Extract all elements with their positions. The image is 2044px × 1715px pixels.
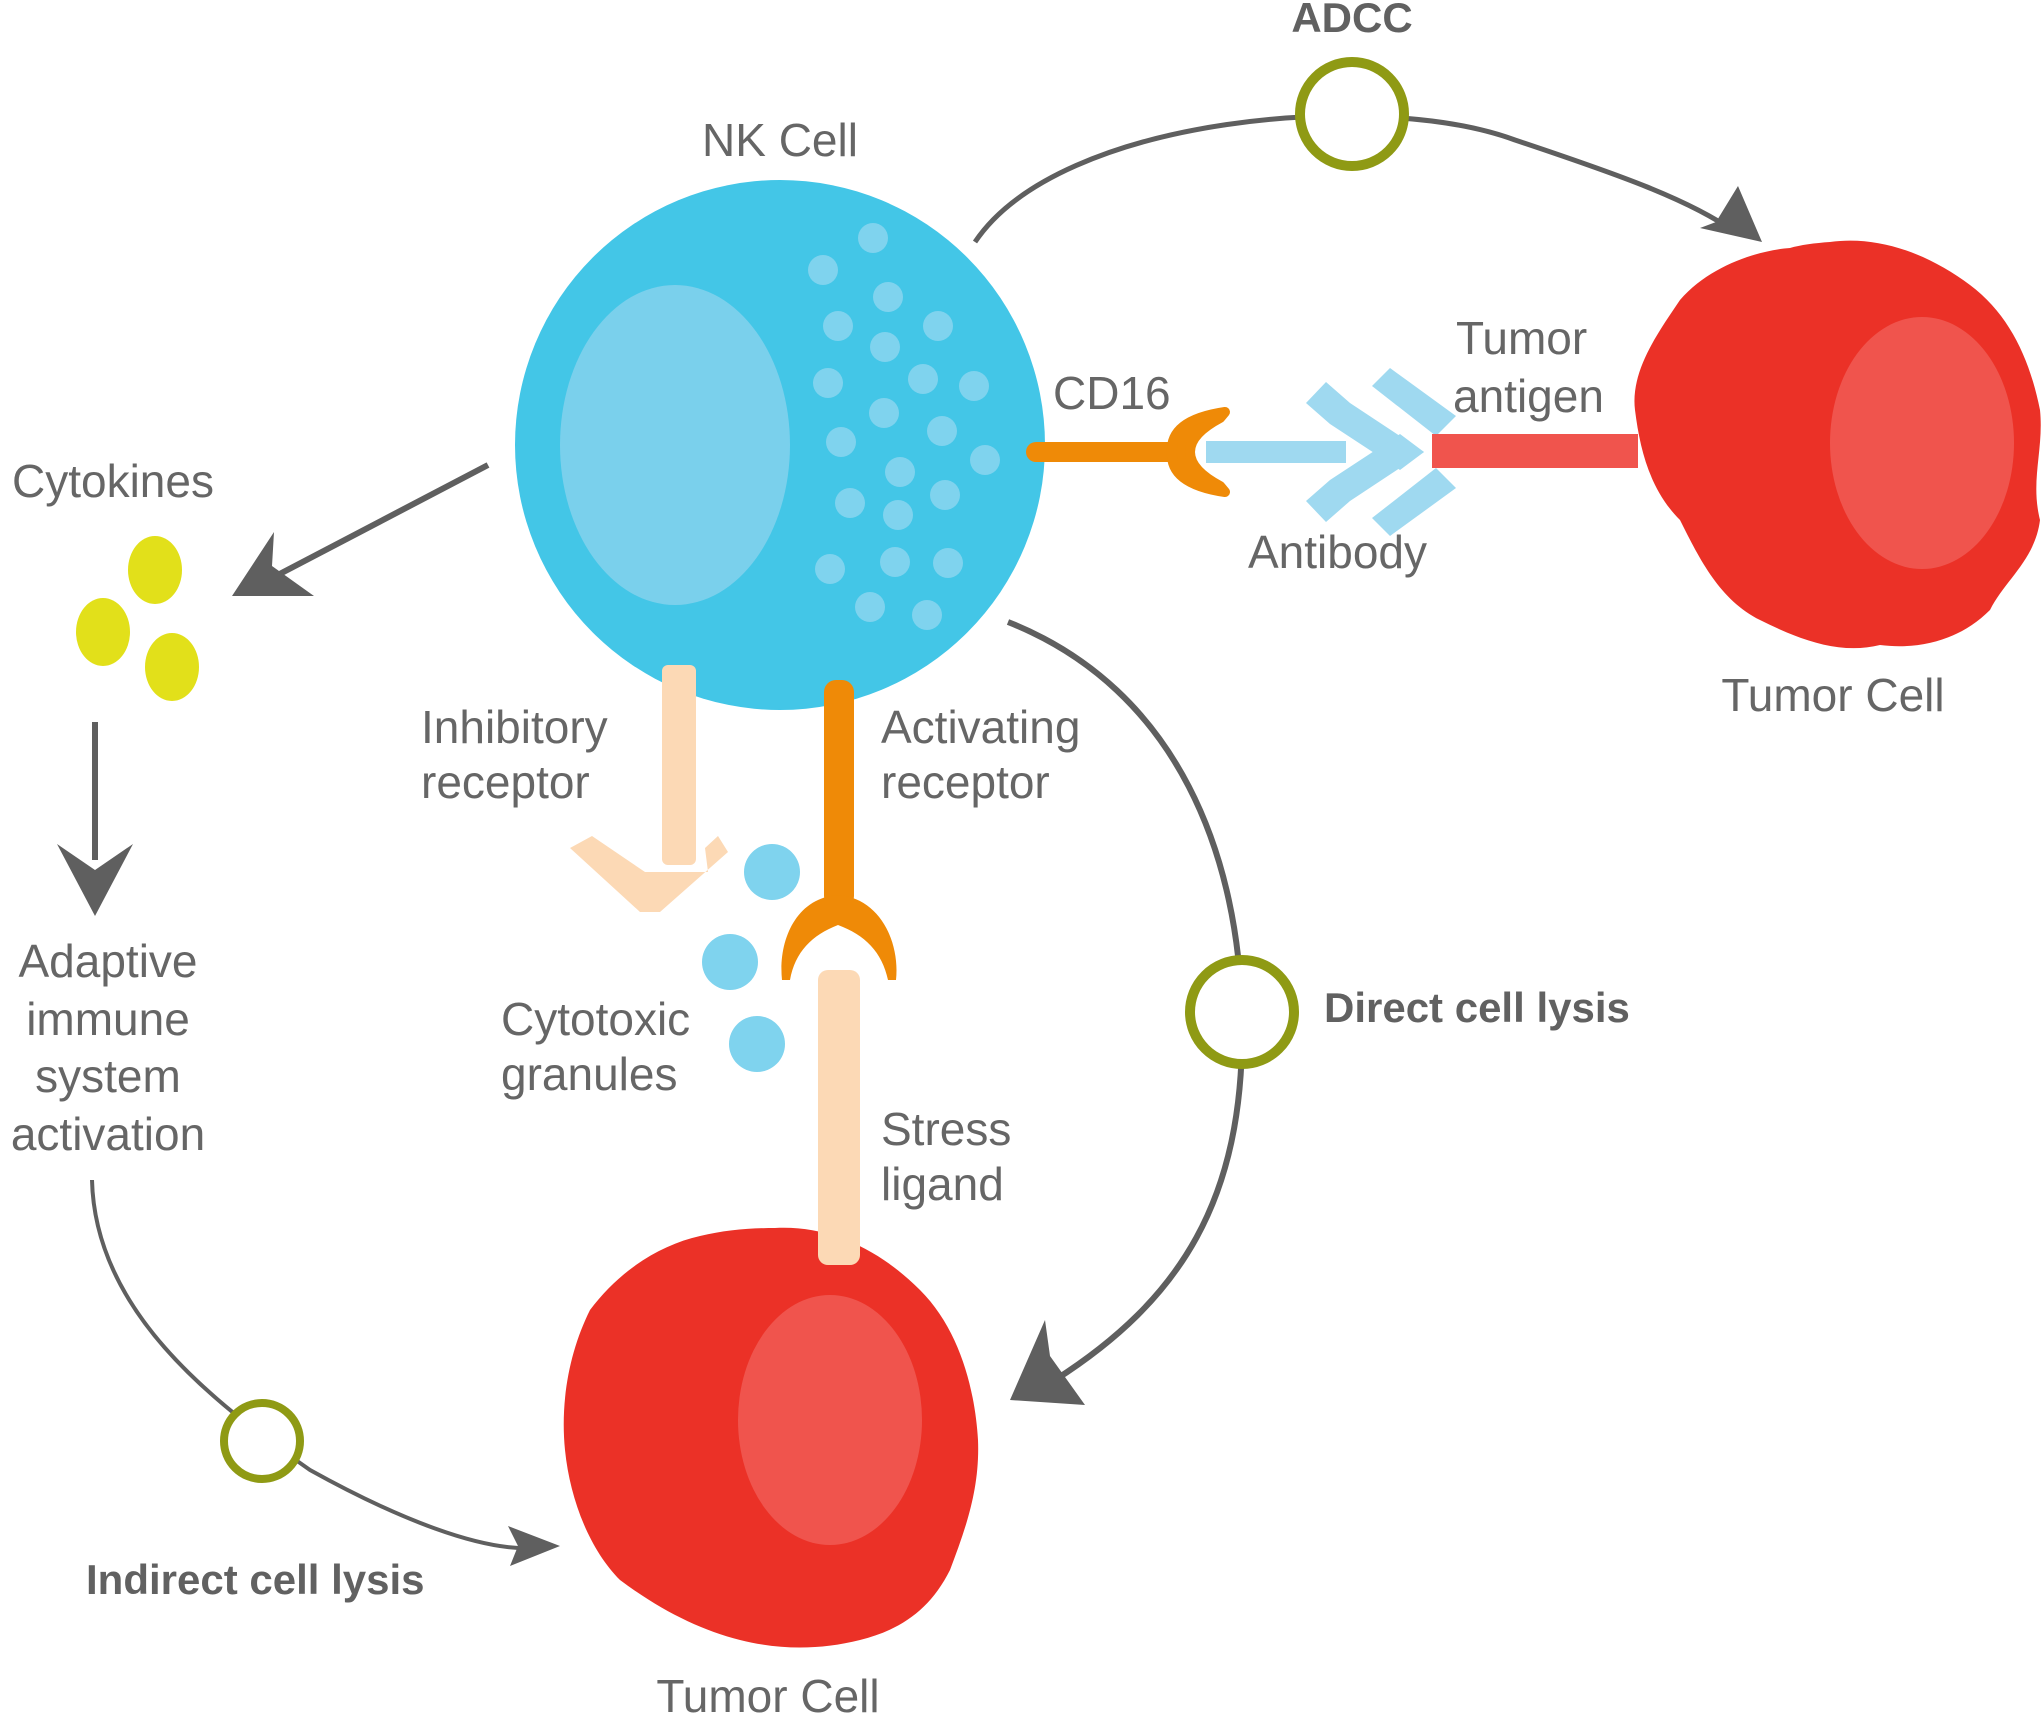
direct-lysis-marker [1185, 955, 1299, 1069]
tumor-cell-bottom-nucleus [738, 1295, 922, 1545]
nk-cell [515, 180, 1045, 710]
adaptive-label-line1: Adaptive [18, 935, 197, 987]
activating-label-line1: Activating [881, 701, 1080, 753]
cytotoxic-label-line1: Cytotoxic [501, 993, 690, 1045]
adcc-label: ADCC [1291, 0, 1412, 41]
inhibitory-label-line2: receptor [421, 756, 590, 808]
direct-lysis-arrowhead [1010, 1320, 1085, 1405]
stress-label-line2: ligand [881, 1158, 1004, 1210]
cytotoxic-label-line2: granules [501, 1048, 677, 1100]
tumor-antigen-label-line1: Tumor [1456, 312, 1587, 364]
direct-lysis-label: Direct cell lysis [1324, 984, 1630, 1031]
tumor-antigen [1432, 434, 1638, 468]
adaptive-label-line4: activation [11, 1108, 205, 1160]
tumor-cell-bottom [563, 1227, 979, 1648]
tumor-antigen-label-line2: antigen [1453, 370, 1604, 422]
tumor-cell-right [1634, 240, 2041, 649]
activating-receptor [781, 680, 897, 980]
antibody [1206, 368, 1456, 536]
adcc-arrowhead [1700, 186, 1762, 242]
inhibitory-receptor [570, 665, 728, 912]
nk-to-cytokines-arrowhead [232, 532, 314, 596]
tumor-cell-right-label: Tumor Cell [1721, 669, 1944, 721]
cd16-receptor [1026, 407, 1230, 497]
stress-label-line1: Stress [881, 1103, 1011, 1155]
adaptive-label-line3: system [35, 1050, 181, 1102]
adcc-arrow [972, 113, 1737, 244]
cytotoxic-granules [702, 844, 800, 1072]
tumor-cell-right-nucleus [1830, 317, 2014, 569]
cd16-label: CD16 [1053, 367, 1171, 419]
cytokines [76, 536, 199, 701]
stress-ligand [818, 970, 860, 1265]
indirect-lysis-marker [220, 1399, 304, 1483]
adaptive-label-line2: immune [26, 993, 190, 1045]
indirect-lysis-arrow [90, 1179, 531, 1551]
nk-cell-nucleus [560, 285, 790, 605]
indirect-lysis-arrowhead [508, 1526, 560, 1566]
nk-cell-granules [808, 223, 1000, 630]
nk-to-cytokines-arrow [270, 462, 490, 581]
inhibitory-label-line1: Inhibitory [421, 701, 608, 753]
activating-label-line2: receptor [881, 756, 1050, 808]
tumor-cell-bottom-label: Tumor Cell [656, 1670, 879, 1715]
cytokines-label: Cytokines [12, 455, 214, 507]
antibody-label: Antibody [1248, 526, 1427, 578]
adcc-marker [1295, 57, 1409, 171]
indirect-lysis-label: Indirect cell lysis [86, 1556, 425, 1603]
nk-cell-label: NK Cell [702, 114, 858, 166]
cytokines-to-adaptive-arrowhead [57, 844, 133, 916]
